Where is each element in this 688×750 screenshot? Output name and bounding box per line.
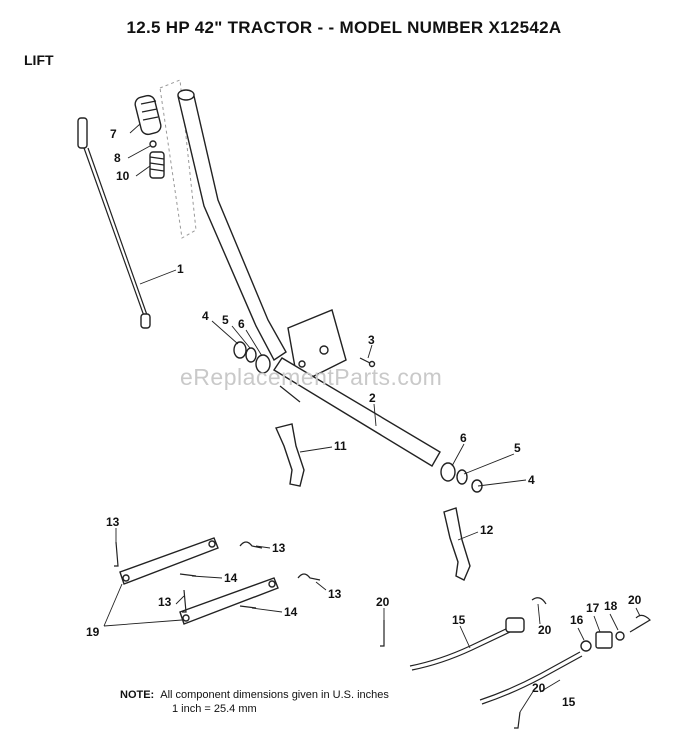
part-15-rod-lower	[479, 651, 583, 705]
part-14-pin-b	[239, 605, 257, 609]
part-8-pin	[149, 140, 157, 148]
callout-15-upper: 15	[452, 613, 466, 627]
callout-12: 12	[480, 523, 494, 537]
callout-5-right: 5	[514, 441, 521, 455]
callout-13-d: 13	[328, 587, 342, 601]
callout-17: 17	[586, 601, 600, 615]
part-6-bearing-left	[255, 354, 271, 374]
callout-2: 2	[369, 391, 376, 405]
part-5-washer-right	[456, 469, 468, 485]
leader-lines	[103, 123, 641, 713]
callout-13-c: 13	[158, 595, 172, 609]
callout-14-a: 14	[224, 571, 238, 585]
callout-16: 16	[570, 613, 584, 627]
callout-20-b: 20	[538, 623, 552, 637]
section-label: LIFT	[24, 52, 54, 68]
part-13-clip-c	[182, 589, 187, 613]
part-18-washer	[615, 631, 625, 641]
callout-13-a: 13	[106, 515, 120, 529]
part-7-handle-grip	[134, 94, 162, 136]
callout-4-right: 4	[528, 473, 535, 487]
part-20-clip-a	[380, 620, 385, 647]
callout-20-d: 20	[532, 681, 546, 695]
part-2-lift-shaft	[273, 357, 441, 467]
part-12-lift-arm	[443, 507, 471, 581]
callout-1: 1	[177, 262, 184, 276]
part-20-clip-d	[514, 711, 521, 729]
callout-15-lower: 15	[562, 695, 576, 709]
callout-14-b: 14	[284, 605, 298, 619]
part-16-nut	[580, 640, 592, 652]
part-1-lift-rod	[77, 117, 151, 329]
part-6-bearing-right	[440, 462, 456, 482]
callout-19: 19	[86, 625, 100, 639]
note-line-2: 1 inch = 25.4 mm	[172, 703, 257, 715]
callout-6-right: 6	[460, 431, 467, 445]
watermark: eReplacementParts.com	[180, 364, 443, 390]
part-15-rod-upper	[409, 617, 525, 671]
part-19-link-upper	[119, 537, 219, 585]
callout-3: 3	[368, 333, 375, 347]
part-20-clip-c	[629, 614, 651, 633]
dimensions-note: NOTE: All component dimensions given in U…	[120, 688, 389, 716]
callout-5-left: 5	[222, 313, 229, 327]
callout-20-a: 20	[376, 595, 390, 609]
part-10-spring	[149, 151, 165, 179]
part-4-clip-left	[233, 341, 247, 359]
callout-7: 7	[110, 127, 117, 141]
part-20-clip-b	[531, 597, 547, 605]
part-13-clip-b	[239, 541, 263, 549]
note-line-1: All component dimensions given in U.S. i…	[160, 689, 389, 701]
callout-13-b: 13	[272, 541, 286, 555]
lift-handle	[177, 89, 287, 362]
callout-10: 10	[116, 169, 130, 183]
part-19-link-lower	[179, 577, 279, 625]
callout-6-left: 6	[238, 317, 245, 331]
callout-20-c: 20	[628, 593, 642, 607]
handle-ghost-outline	[159, 79, 197, 239]
part-13-clip-a	[114, 541, 119, 567]
callout-8: 8	[114, 151, 121, 165]
callout-4-left: 4	[202, 309, 209, 323]
callout-11: 11	[334, 439, 347, 453]
part-17-block	[595, 631, 613, 649]
part-13-clip-d	[297, 573, 321, 581]
part-3-pin	[359, 357, 376, 368]
part-5-washer-left	[245, 347, 257, 363]
note-label: NOTE:	[120, 689, 155, 701]
diagram-title: 12.5 HP 42" TRACTOR - - MODEL NUMBER X12…	[126, 18, 562, 37]
callout-18: 18	[604, 599, 618, 613]
part-4-clip-right	[471, 479, 483, 493]
part-11-lift-arm	[275, 423, 305, 487]
